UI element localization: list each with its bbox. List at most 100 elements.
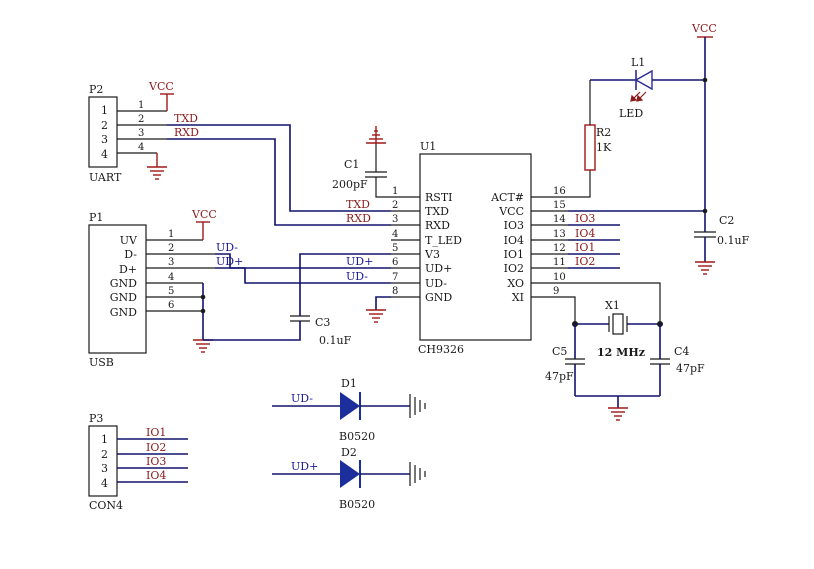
u1-pin-ud-plus: UD+ <box>425 262 452 275</box>
c4-value: 47pF <box>676 362 705 375</box>
u1-pin-num-10: 10 <box>553 272 566 283</box>
p2-pin-3: 3 <box>101 133 108 146</box>
r2-value: 1K <box>596 141 612 154</box>
p1-ground-symbol <box>193 339 213 353</box>
c3-wire-top <box>299 253 391 316</box>
u1-pin-num-11: 11 <box>553 257 566 268</box>
u1-right-net-labels: IO3 IO4 IO1 IO2 <box>575 212 595 268</box>
capacitor-c4: C4 47pF <box>650 324 705 396</box>
u1-pin-num-13: 13 <box>553 229 566 240</box>
connector-p2: P2 UART 1 2 3 4 1 2 3 4 TXD RXD VCC <box>88 80 199 184</box>
d1-value: B0520 <box>339 430 375 443</box>
p3-ref: P3 <box>89 412 103 425</box>
crystal-x1: X1 12 MHz <box>597 299 645 359</box>
p1-net-num-1: 1 <box>168 229 174 240</box>
u1-left-pin-numbers: 1 2 3 4 5 6 7 8 <box>392 186 398 297</box>
p2-pin-2: 2 <box>101 119 108 132</box>
d2-net: UD+ <box>291 460 318 473</box>
u1-pin-num-9: 9 <box>553 286 559 297</box>
u1-pin-vcc: VCC <box>498 205 524 218</box>
c3-wire-bottom <box>203 321 301 341</box>
net-rxd-wire <box>167 138 391 226</box>
p1-net-num-4: 4 <box>168 272 174 283</box>
capacitor-c2: C2 0.1uF <box>694 214 750 275</box>
r2-body <box>584 124 596 171</box>
c2-ref: C2 <box>719 214 734 227</box>
p1-net-num-6: 6 <box>168 300 174 311</box>
p1-net-num-3: 3 <box>168 257 174 268</box>
u1-net-io2: IO2 <box>575 255 595 268</box>
p2-pin-1: 1 <box>101 104 108 117</box>
u1-pin-t-led: T_LED <box>425 234 462 247</box>
u1-pin-io2: IO2 <box>504 262 524 275</box>
p3-pin-numbers: 1 2 3 4 <box>101 433 108 490</box>
p1-pin-gnd-2: GND <box>110 291 137 304</box>
u1-net-io3: IO3 <box>575 212 595 225</box>
vcc-rail: VCC <box>568 22 717 232</box>
p3-net-io3: IO3 <box>146 455 166 468</box>
u1-right-pin-names: ACT# VCC IO3 IO4 IO1 IO2 XO XI <box>490 191 524 304</box>
u1-pin-num-7: 7 <box>392 272 398 283</box>
p2-ref: P2 <box>89 83 103 96</box>
u1-ref: U1 <box>420 140 436 153</box>
p2-pin-4: 4 <box>101 148 108 161</box>
d1-ground-symbol <box>409 394 426 418</box>
c5-value: 47pF <box>545 370 574 383</box>
c2-ground-symbol <box>695 261 715 275</box>
c1-ref: C1 <box>344 158 359 171</box>
connector-p1: P1 USB UV D- D+ GND GND GND 1 2 3 4 5 6 … <box>88 208 243 369</box>
u1-pin-num-8: 8 <box>392 286 398 297</box>
u1-body <box>419 153 532 341</box>
p2-name: UART <box>89 171 122 184</box>
l1-ref: L1 <box>631 56 645 69</box>
u1-pin-act: ACT# <box>490 191 524 204</box>
u1-pin-xo: XO <box>507 277 524 290</box>
c1-ground-symbol <box>366 126 386 144</box>
diode-d2: UD+ D2 B0520 <box>272 446 426 511</box>
connector-p3: P3 CON4 1 2 3 4 IO1 IO2 IO3 IO4 <box>88 412 188 512</box>
u1-pin-io3: IO3 <box>504 219 524 232</box>
capacitor-c5: C5 47pF <box>545 324 585 396</box>
u1-pin-num-5: 5 <box>392 243 398 254</box>
p3-net-io4: IO4 <box>146 469 166 482</box>
p1-pin-uv: UV <box>120 234 138 247</box>
p2-net-num-4: 4 <box>138 142 144 153</box>
d2-value: B0520 <box>339 498 375 511</box>
p1-vcc-label: VCC <box>191 208 217 221</box>
u1-pin-ud-minus: UD- <box>425 277 447 290</box>
u1-pin-io4: IO4 <box>504 234 524 247</box>
p2-net-rxd: RXD <box>174 126 199 139</box>
p2-body <box>88 96 118 168</box>
r2-ref: R2 <box>596 126 611 139</box>
c1-value: 200pF <box>332 178 368 191</box>
u1-pin-xi: XI <box>512 291 524 304</box>
net-ud-plus-wire <box>215 253 391 269</box>
l1-triangle <box>634 69 653 91</box>
p2-net-txd: TXD <box>174 112 198 125</box>
x1-ref: X1 <box>605 299 620 312</box>
d2-ground-symbol <box>409 462 426 486</box>
u1-pin-v3: V3 <box>424 248 440 261</box>
led-l1: L1 LED <box>590 56 708 120</box>
p1-pin-gnd-3: GND <box>110 306 137 319</box>
u1-pin-gnd: GND <box>425 291 452 304</box>
net-ud-minus-wire <box>215 267 391 284</box>
p3-net-io2: IO2 <box>146 441 166 454</box>
u1-pin-num-6: 6 <box>392 257 398 268</box>
u1-left-net-labels: TXD RXD UD+ UD- <box>346 198 373 283</box>
u1-pin-num-4: 4 <box>392 229 398 240</box>
p3-pin-1: 1 <box>101 433 108 446</box>
p1-ref: P1 <box>89 211 103 224</box>
p2-vcc-label: VCC <box>148 80 174 93</box>
p1-pin-gnd-1: GND <box>110 277 137 290</box>
u1-net-io1: IO1 <box>575 241 595 254</box>
p1-net-ud-minus: UD- <box>216 241 238 254</box>
d2-ref: D2 <box>341 446 357 459</box>
p1-net-num-2: 2 <box>168 243 174 254</box>
p1-junction-dots <box>200 294 206 314</box>
u1-pin-num-16: 16 <box>553 186 566 197</box>
u1-pin-num-3: 3 <box>392 214 398 225</box>
u1-pin-rxd: RXD <box>425 219 450 232</box>
u1-left-pin-names: RSTI TXD RXD T_LED V3 UD+ UD- GND <box>424 191 462 304</box>
